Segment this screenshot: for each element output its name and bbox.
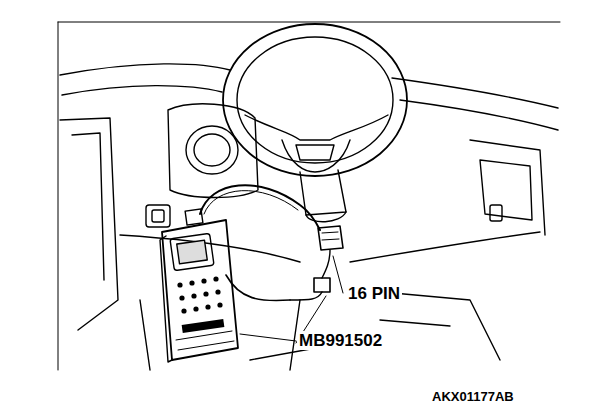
tool-part-number: MB991502	[297, 331, 384, 350]
figure-code: AKX01177AB	[430, 389, 516, 404]
connector-label: 16 PIN	[346, 284, 402, 303]
